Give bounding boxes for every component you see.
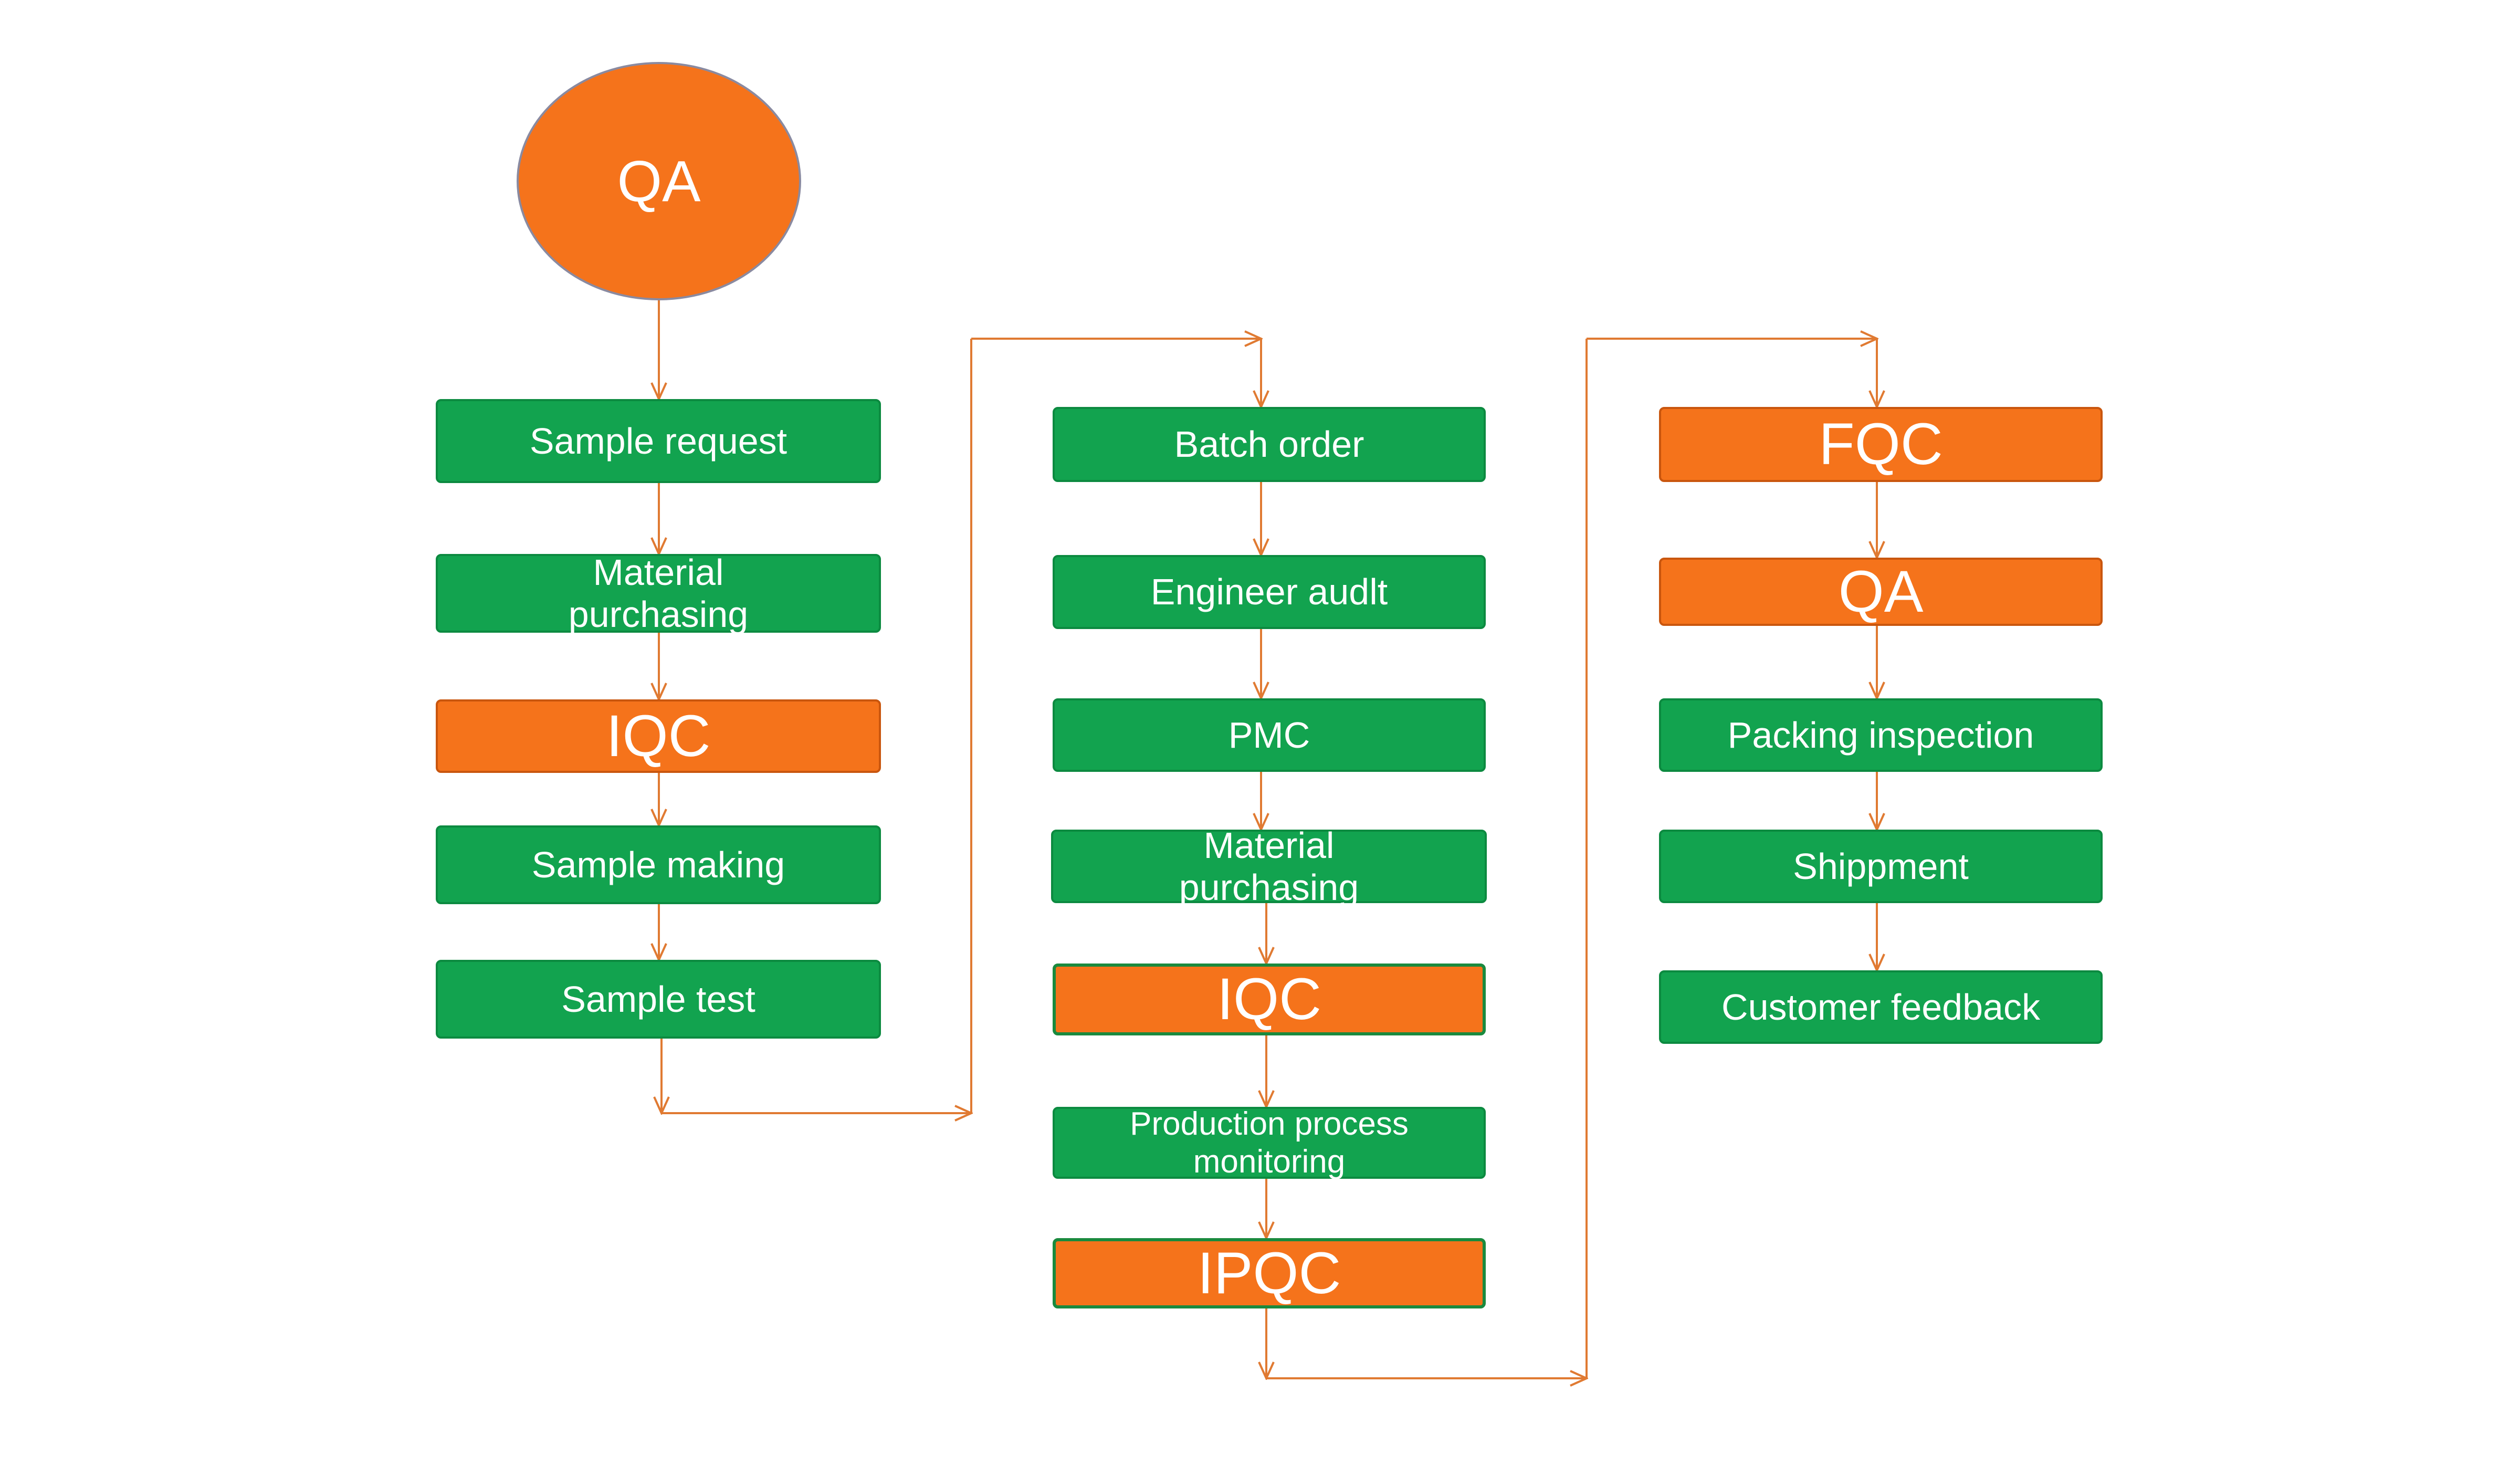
batch-order-box: Batch order	[1053, 407, 1486, 482]
sample-making-label: Sample making	[531, 844, 785, 885]
sample-making-box: Sample making	[436, 825, 881, 904]
sample-test-label: Sample test	[561, 978, 755, 1020]
material-purchasing-box-1: Material purchasing	[436, 551, 881, 635]
shippment-label: Shippment	[1793, 845, 1969, 887]
fqc-label: FQC	[1819, 411, 1943, 477]
ipqc-box: IPQC	[1053, 1238, 1486, 1308]
packing-inspection-label: Packing inspection	[1727, 714, 2034, 756]
iqc-box-1: IQC	[436, 699, 881, 773]
material-purchasing-label-1: Material purchasing	[568, 551, 749, 635]
pmc-box: PMC	[1053, 698, 1486, 772]
iqc-label-1: IQC	[606, 703, 711, 769]
engineer-audit-label: Engineer audlt	[1150, 571, 1388, 613]
iqc-label-2: IQC	[1216, 966, 1322, 1032]
sample-test-box: Sample test	[436, 960, 881, 1039]
production-process-monitoring-box: Production process monitoring	[1053, 1106, 1486, 1180]
customer-feedback-label: Customer feedback	[1721, 986, 2040, 1028]
qa-start-label: QA	[617, 149, 701, 214]
shippment-box: Shippment	[1659, 830, 2103, 903]
customer-feedback-box: Customer feedback	[1659, 970, 2103, 1044]
qa-start-circle: QA	[517, 62, 801, 300]
fqc-box: FQC	[1659, 407, 2103, 482]
pmc-label: PMC	[1228, 714, 1310, 756]
sample-request-box: Sample request	[436, 399, 881, 483]
sample-request-label: Sample request	[529, 420, 788, 462]
material-purchasing-box-2: Material purchasing	[1051, 825, 1487, 908]
qa-box: QA	[1659, 558, 2103, 626]
batch-order-label: Batch order	[1174, 424, 1364, 465]
production-process-monitoring-label: Production process monitoring	[1130, 1106, 1409, 1180]
ipqc-label: IPQC	[1197, 1240, 1341, 1306]
qa-label: QA	[1838, 558, 1924, 624]
engineer-audit-box: Engineer audlt	[1053, 555, 1486, 629]
material-purchasing-label-2: Material purchasing	[1179, 824, 1359, 908]
packing-inspection-box: Packing inspection	[1659, 698, 2103, 772]
iqc-box-2: IQC	[1053, 964, 1486, 1035]
